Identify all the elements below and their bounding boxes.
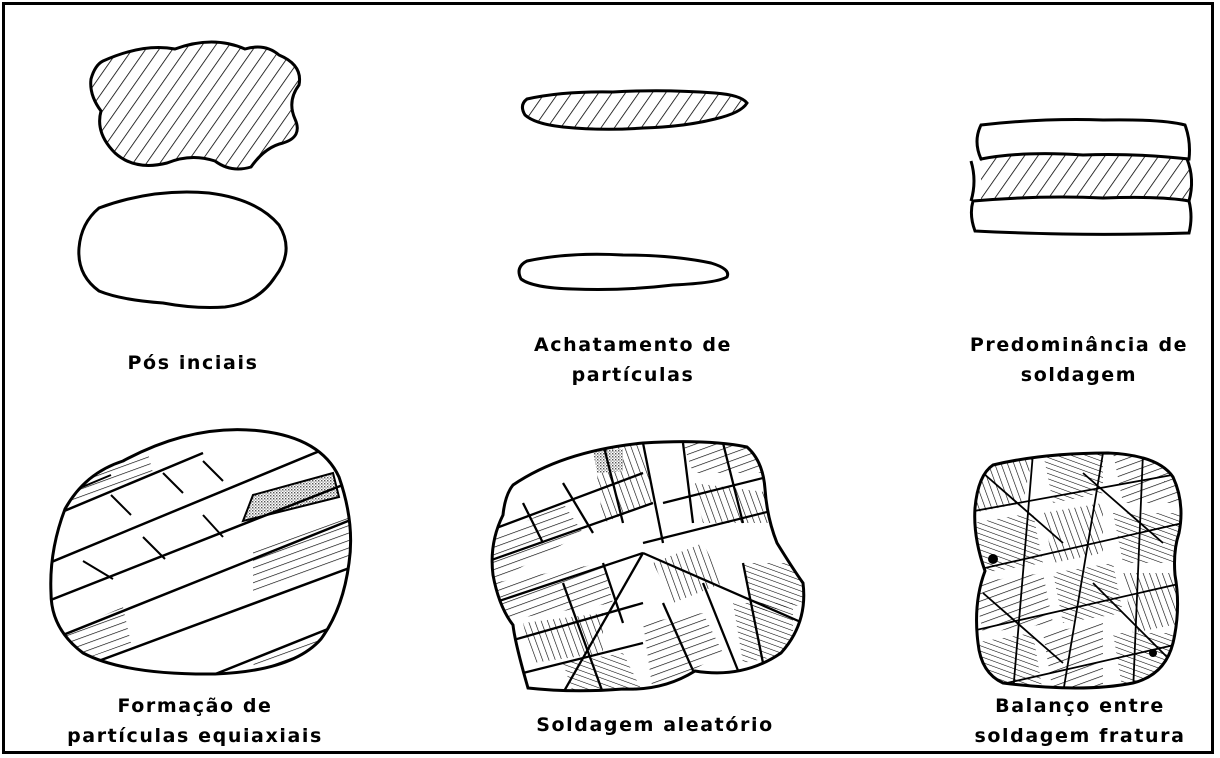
particle-welded-stack [971, 120, 1192, 235]
particle-weld-fracture-balance [963, 453, 1183, 693]
label-achatamento: Achatamento de partículas [498, 330, 768, 390]
label-pos-iniciais: Pós inciais [58, 348, 328, 378]
label-balanco: Balanço entre soldagem fratura [945, 691, 1214, 751]
particle-flattened-plain [519, 254, 728, 289]
label-predominancia: Predominância de soldagem [944, 330, 1214, 390]
particle-initial-plain [79, 192, 286, 308]
particle-random-welding [483, 442, 813, 693]
particle-flattened-hatched [522, 91, 747, 130]
label-formacao: Formação de partículas equiaxiais [45, 691, 345, 751]
particle-initial-hatched [91, 42, 300, 169]
particle-equiaxial [43, 430, 365, 689]
label-aleatorio: Soldagem aleatório [515, 710, 795, 740]
